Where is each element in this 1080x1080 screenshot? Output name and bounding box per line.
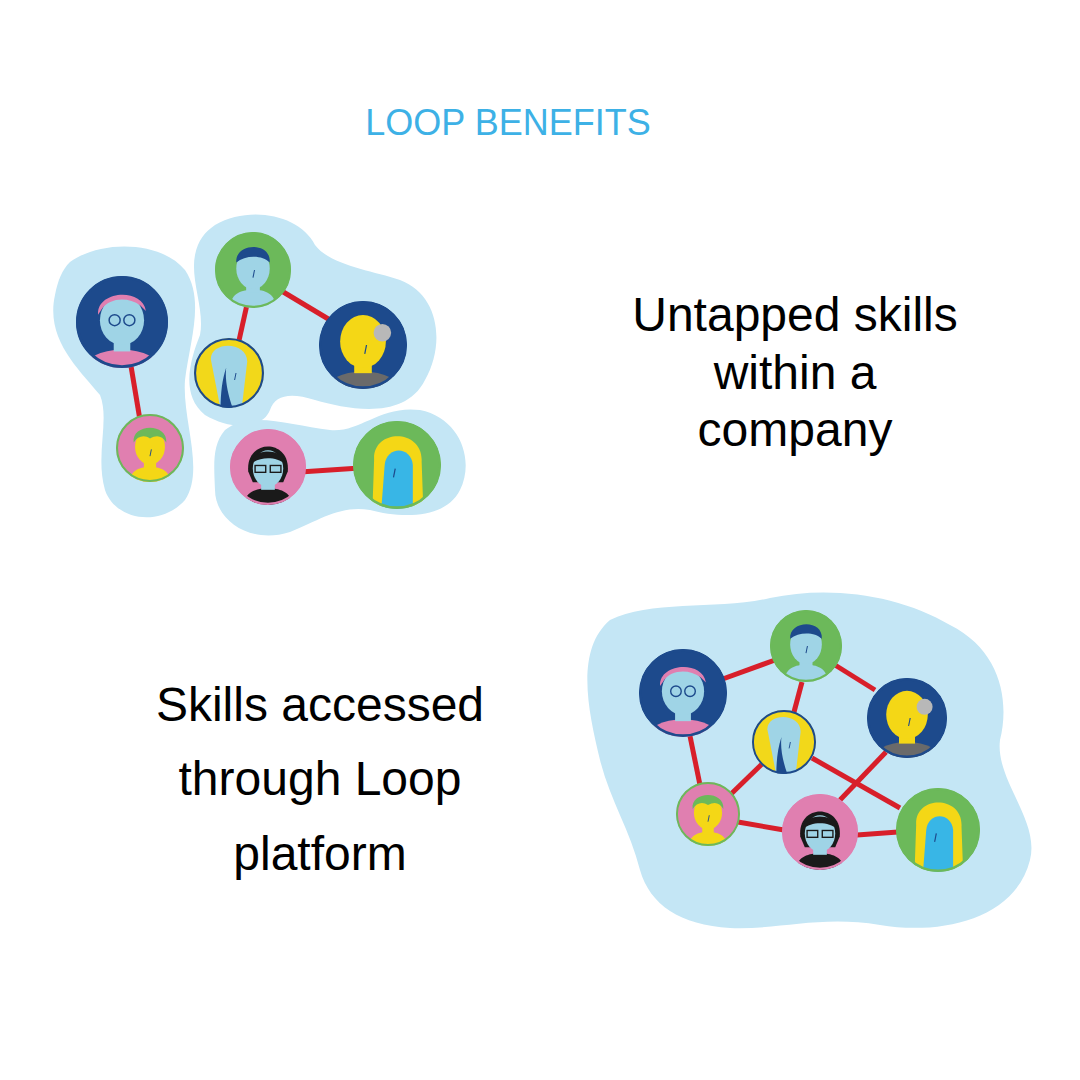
blob [587, 592, 1031, 928]
title: LOOP BENEFITS [298, 100, 718, 145]
benefit-text: Untapped skills within a company [614, 286, 976, 459]
avatar [76, 232, 441, 511]
avatar [639, 610, 980, 874]
blob [53, 215, 465, 536]
benefit-text: Skills accessed through Loop platform [130, 668, 510, 891]
